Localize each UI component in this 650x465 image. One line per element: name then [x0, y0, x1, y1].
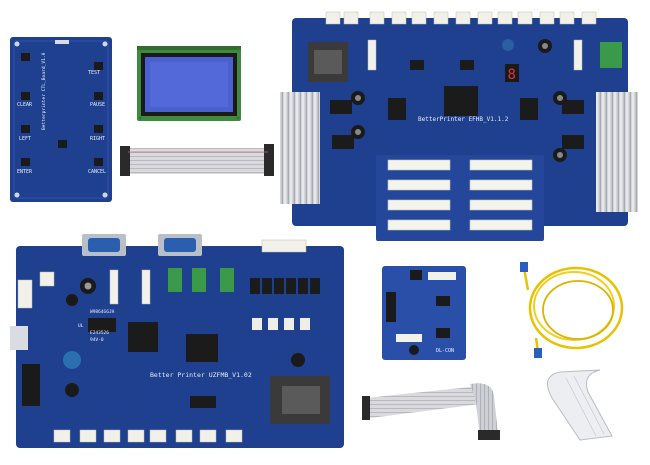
vga-connectors	[82, 234, 202, 256]
main-board-terminal-blocks	[168, 268, 234, 292]
chip-label-rating: 94V-0	[90, 337, 104, 343]
keypad-silkscreen: Betterprinter CTL_Board_V1.0	[41, 52, 47, 130]
key-label-pause: PAUSE	[90, 102, 105, 108]
ribbon-cable-short	[120, 144, 274, 176]
small-board: DL-CON	[382, 266, 466, 360]
keypad-board: TEST CLEAR PAUSE LEFT RIGHT ENTER CANCEL…	[10, 37, 112, 202]
main-board-cpu	[128, 322, 158, 352]
key-label-clear: CLEAR	[17, 102, 33, 108]
key-label-cancel: CANCEL	[88, 169, 106, 175]
segment-digit: 8	[508, 67, 516, 83]
head-board-top-connectors	[325, 11, 597, 25]
head-daughter-board	[376, 155, 544, 241]
keypad-mount-holes	[14, 41, 108, 198]
head-board: 8 BetterPrinter EFHB_V1.1.2	[280, 11, 638, 241]
head-board-main-chip	[444, 86, 478, 116]
usb-port	[10, 326, 28, 350]
main-board: W9864G6JH UL E243526 94V-0 Better Printe…	[10, 234, 344, 448]
chip-label-ul: UL	[78, 323, 84, 329]
small-board-silkscreen: DL-CON	[436, 348, 454, 354]
ribbon-cable-folded	[362, 383, 500, 440]
heatsink-left	[280, 92, 320, 204]
fiber-optic-cable	[520, 262, 624, 358]
chip-label-cert: E243526	[90, 330, 109, 336]
key-label-right: RIGHT	[90, 136, 105, 142]
heatsink-right	[596, 92, 638, 212]
key-label-left: LEFT	[19, 136, 31, 142]
keypad-buttons	[21, 53, 103, 166]
chip-label-memory: W9864G6JH	[90, 309, 115, 315]
ffc-sockets	[387, 159, 533, 231]
head-board-terminal-block	[600, 42, 622, 68]
flat-flex-cable	[547, 369, 613, 441]
main-board-silkscreen: Better Printer UZFMB_V1.02	[150, 371, 252, 379]
lcd-module	[137, 46, 241, 121]
key-label-enter: ENTER	[17, 169, 33, 175]
main-board-fpga	[186, 334, 218, 362]
head-board-silkscreen: BetterPrinter EFHB_V1.1.2	[418, 116, 509, 123]
key-label-test: TEST	[88, 70, 100, 76]
head-board-capacitors	[351, 39, 567, 162]
